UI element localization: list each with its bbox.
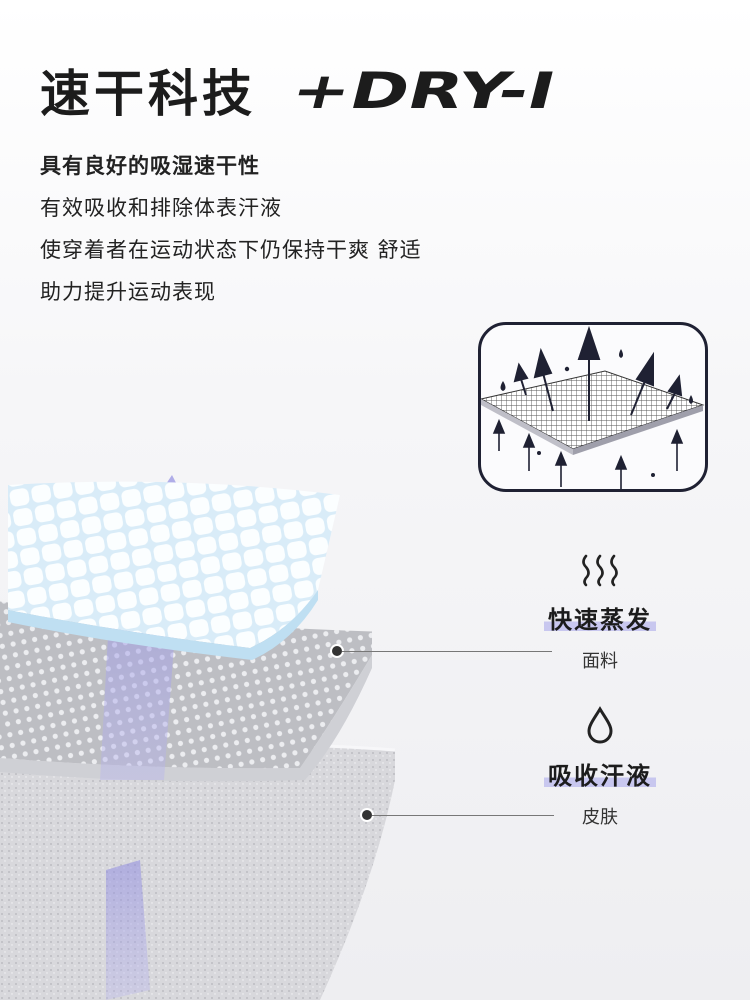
header: 速干科技 +DRY-I	[40, 55, 578, 125]
heat-waves-icon	[582, 554, 618, 587]
feature-label: 面料	[582, 651, 618, 672]
mesh-badge	[478, 322, 708, 492]
water-drop-icon	[587, 706, 613, 744]
description-line: 具有良好的吸湿速干性	[40, 154, 260, 178]
brand-logo: +DRY-I	[285, 62, 561, 120]
brand-logo-text: +DRY-I	[285, 62, 561, 120]
mesh-illustration	[481, 325, 705, 489]
description-line: 使穿着者在运动状态下仍保持干爽 舒适	[40, 238, 422, 262]
callout-dot-fabric	[332, 646, 342, 656]
description-line: 助力提升运动表现	[40, 280, 216, 304]
callout-line-fabric	[342, 651, 552, 652]
feature-title: 快速蒸发	[544, 600, 656, 635]
callout-line-skin	[372, 815, 554, 816]
fabric-layers-illustration	[0, 475, 396, 1000]
callout-dot-skin	[362, 810, 372, 820]
feature-title: 吸收汗液	[544, 756, 656, 791]
description: 具有良好的吸湿速干性 有效吸收和排除体表汗液 使穿着者在运动状态下仍保持干爽 舒…	[40, 145, 422, 313]
feature-absorption: 吸收汗液 皮肤	[520, 706, 680, 829]
feature-evaporation: 快速蒸发 面料	[520, 552, 680, 673]
description-line: 有效吸收和排除体表汗液	[40, 196, 282, 220]
feature-label: 皮肤	[582, 807, 618, 828]
page-title: 速干科技	[40, 65, 256, 123]
